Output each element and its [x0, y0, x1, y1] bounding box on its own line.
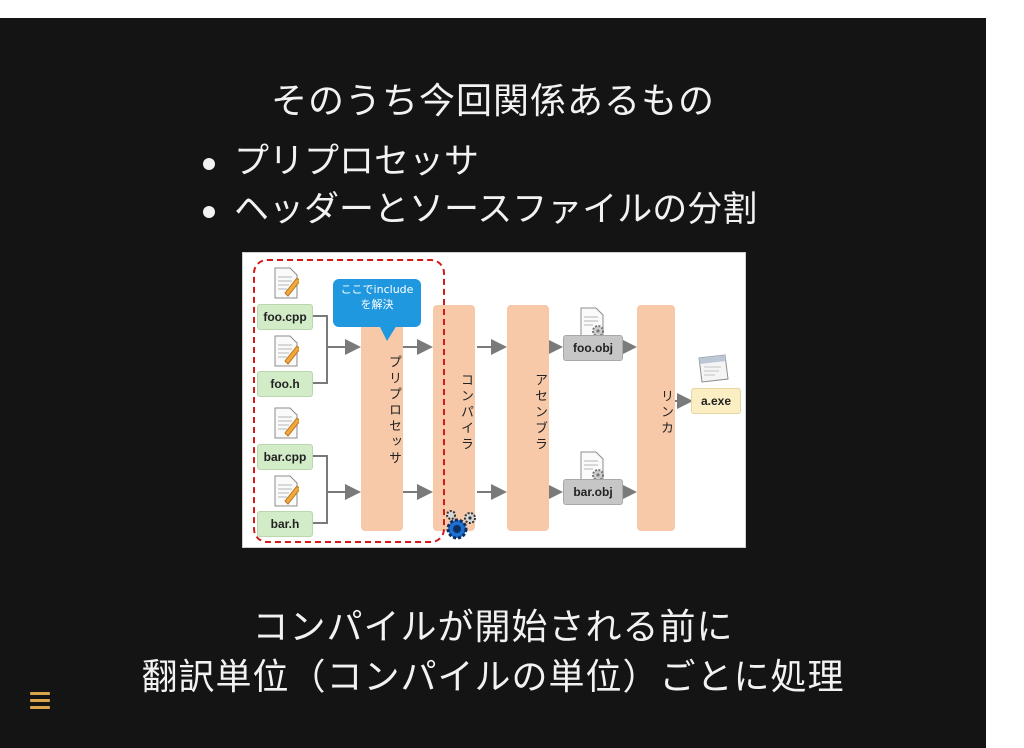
file-label-bar-obj: bar.obj — [563, 479, 623, 505]
file-label-foo-cpp: foo.cpp — [257, 304, 313, 330]
document-pencil-icon — [274, 475, 299, 507]
bullet-item: ヘッダーとソースファイルの分割 — [200, 186, 757, 234]
stage-label: コンパイラ — [458, 373, 473, 453]
bullet-dot — [203, 206, 215, 218]
file-label-foo-h: foo.h — [257, 371, 313, 397]
callout-line: ここでinclude — [340, 283, 414, 296]
file-label-a-exe: a.exe — [691, 388, 741, 414]
document-pencil-icon — [274, 267, 299, 299]
stage-preprocessor: プリプロセッサ — [361, 305, 403, 531]
stage-assembler: アセンブラ — [507, 305, 549, 531]
bullet-text: プリプロセッサ — [234, 142, 480, 182]
callout-line: を解決 — [360, 298, 394, 311]
caption-line-1: コンパイルが開始される前に — [252, 607, 734, 648]
file-label-foo-obj: foo.obj — [563, 335, 623, 361]
stage-label: プリプロセッサ — [386, 355, 401, 467]
bullet-item: プリプロセッサ — [200, 138, 757, 186]
document-gear-icon — [580, 451, 604, 483]
document-pencil-icon — [274, 407, 299, 439]
bullet-dot — [203, 158, 215, 170]
stage-compiler: コンパイラ — [433, 305, 475, 531]
file-label-bar-cpp: bar.cpp — [257, 444, 313, 470]
slide-title: そのうち今回関係あるもの — [270, 81, 715, 122]
stage-label: リンカ — [658, 389, 673, 437]
slide: そのうち今回関係あるもの プリプロセッサ ヘッダーとソースファイルの分割 — [0, 18, 986, 748]
application-window-icon — [698, 354, 729, 383]
callout-tail — [379, 325, 397, 341]
document-pencil-icon — [274, 335, 299, 367]
gear-icon — [446, 510, 476, 540]
preprocess-highlight-box — [253, 259, 445, 543]
bullet-list: プリプロセッサ ヘッダーとソースファイルの分割 — [200, 138, 757, 234]
bullet-text: ヘッダーとソースファイルの分割 — [234, 190, 758, 230]
stage-linker: リンカ — [637, 305, 675, 531]
connector-arrows — [309, 315, 693, 524]
stage-label: アセンブラ — [532, 373, 547, 453]
include-callout: ここでinclude を解決 — [333, 279, 421, 341]
hamburger-menu-icon[interactable] — [30, 692, 50, 713]
compile-flow-diagram: foo.cpp foo.h bar.cpp bar.h プリプロセッサ コンパイ… — [242, 252, 746, 548]
caption-line-2: 翻訳単位（コンパイルの単位）ごとに処理 — [141, 657, 845, 698]
